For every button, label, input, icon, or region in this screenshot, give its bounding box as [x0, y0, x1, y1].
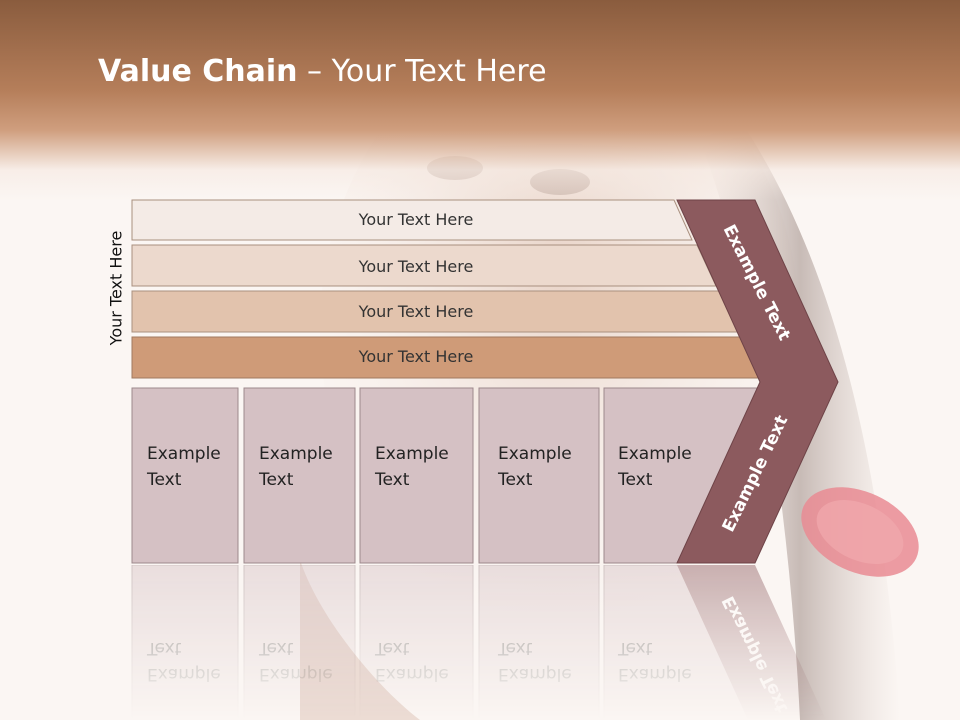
- box-3-line1: Example: [375, 444, 449, 464]
- reflection-box-2-line2: Text: [258, 638, 294, 658]
- title-rest: – Your Text Here: [297, 54, 547, 89]
- bar-2-label: Your Text Here: [358, 257, 474, 276]
- reflection-box-4-line1: Example: [498, 664, 572, 684]
- box-2-line2: Text: [258, 470, 294, 490]
- box-4-line1: Example: [498, 444, 572, 464]
- reflection-box-5-line1: Example: [618, 664, 692, 684]
- box-4-line2: Text: [497, 470, 533, 490]
- bar-1: Your Text Here: [131, 199, 693, 241]
- bar-4: Your Text Here: [131, 336, 765, 379]
- reflection-box-1-line2: Text: [146, 638, 182, 658]
- box-1-line1: Example: [147, 444, 221, 464]
- reflection-box-3-line2: Text: [374, 638, 410, 658]
- bar-3: Your Text Here: [131, 290, 741, 333]
- box-1-line2: Text: [146, 470, 182, 490]
- bar-1-label: Your Text Here: [358, 210, 474, 229]
- reflection-box-4-line2: Text: [497, 638, 533, 658]
- box-2: Example Text: [243, 387, 356, 564]
- reflection-box-2-line1: Example: [259, 664, 333, 684]
- header-band: [0, 0, 960, 200]
- bar-3-label: Your Text Here: [358, 302, 474, 321]
- reflection-box-5-line2: Text: [617, 638, 653, 658]
- box-5: Example Text: [603, 387, 763, 564]
- reflection-box-3-line1: Example: [375, 664, 449, 684]
- box-5-line2: Text: [617, 470, 653, 490]
- box-4: Example Text: [478, 387, 600, 564]
- bar-2: Your Text Here: [131, 244, 717, 287]
- box-1: Example Text: [131, 387, 239, 564]
- reflection-box-1-line1: Example: [147, 664, 221, 684]
- bar-4-label: Your Text Here: [358, 347, 474, 366]
- box-2-line1: Example: [259, 444, 333, 464]
- box-3: Example Text: [359, 387, 474, 564]
- slide-title: Value Chain – Your Text Here: [98, 54, 547, 89]
- box-5-line1: Example: [618, 444, 692, 464]
- reflection: Example Text Example Text Example Text E…: [131, 564, 827, 720]
- box-3-line2: Text: [374, 470, 410, 490]
- title-bold: Value Chain: [98, 54, 298, 89]
